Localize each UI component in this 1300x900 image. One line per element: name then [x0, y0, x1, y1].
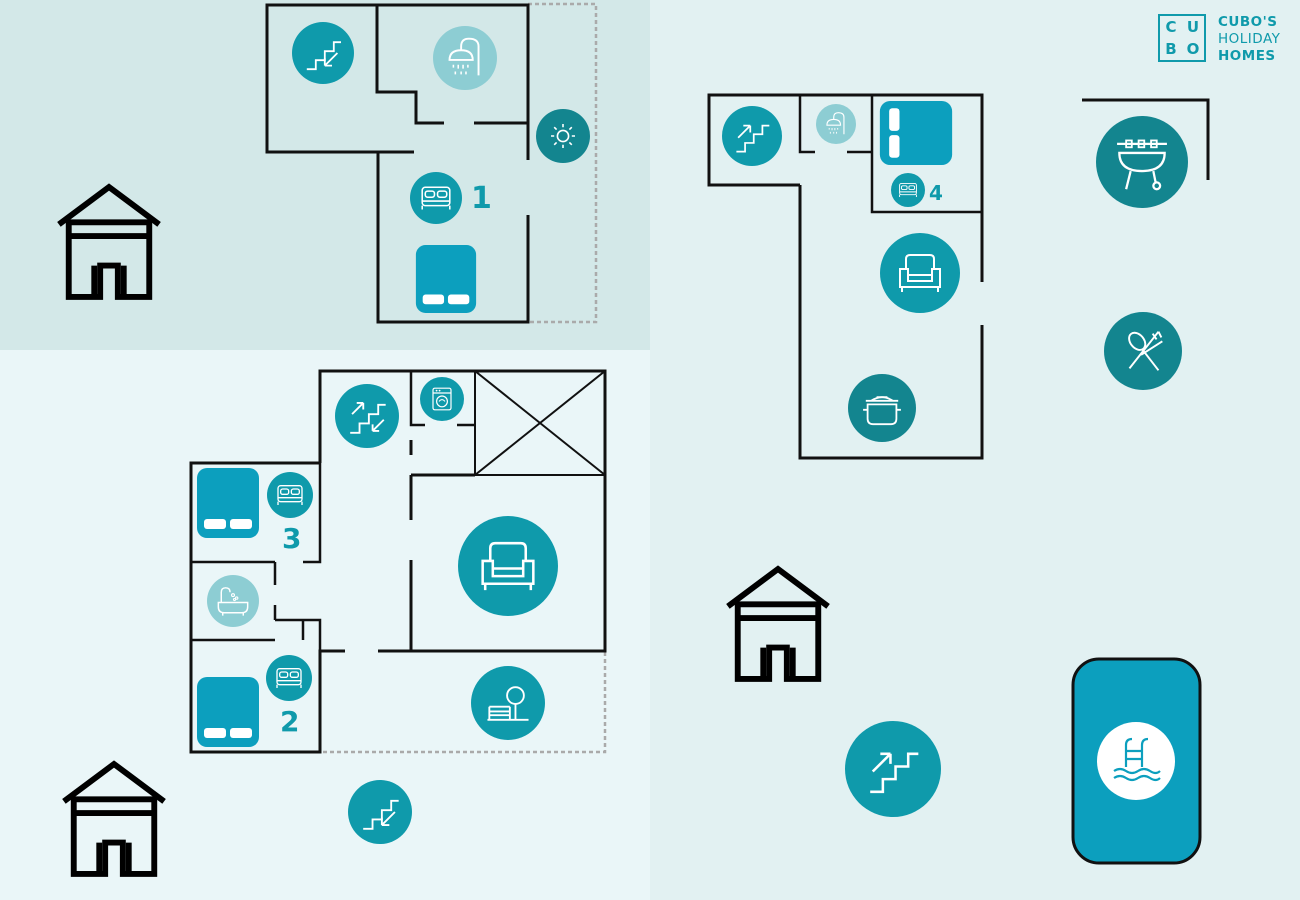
logo-line-3: HOMES [1218, 48, 1276, 64]
stairs-up-icon [845, 721, 941, 817]
garden-bench-icon [471, 666, 545, 740]
logo-line-2: HOLIDAY [1218, 31, 1281, 47]
house-floor-icon [64, 764, 164, 874]
sofa-icon [458, 516, 558, 616]
double-bed-icon [197, 677, 259, 747]
logo-letter: O [1186, 40, 1200, 58]
shower-icon [816, 104, 856, 144]
bed-icon [267, 472, 313, 518]
house-floor-icon [59, 187, 159, 297]
bedroom-4-label: 4 [929, 181, 943, 205]
logo-letter: U [1186, 18, 1200, 36]
bedroom-2-label: 2 [280, 705, 299, 738]
barbecue-icon [1096, 116, 1188, 208]
floor-panel-lower [0, 350, 650, 900]
bed-icon [266, 655, 312, 701]
sun-icon [536, 109, 590, 163]
pool-icon [1071, 657, 1202, 865]
logo-wordmark: CUBO'S HOLIDAY HOMES [1218, 14, 1298, 65]
logo-line-1: CUBO'S [1218, 14, 1278, 30]
bedroom-3-label: 3 [282, 522, 301, 555]
bed-icon [891, 173, 925, 207]
sofa-icon [880, 233, 960, 313]
lower-floor-plan [189, 369, 607, 754]
stairs-up-icon [722, 106, 782, 166]
double-bed-icon [197, 468, 259, 538]
double-bed-icon [879, 101, 953, 165]
bathtub-icon [207, 575, 259, 627]
bed-icon [410, 172, 462, 224]
stairs-down-icon [348, 780, 412, 844]
brand-logo: C U B O CUBO'S HOLIDAY HOMES [1158, 14, 1298, 66]
double-bed-icon [415, 245, 477, 313]
logo-letter: C [1165, 18, 1177, 36]
washing-machine-icon [420, 377, 464, 421]
ground-floor-plan [707, 93, 1210, 460]
cooking-pot-icon [848, 374, 916, 442]
stairs-down-icon [292, 22, 354, 84]
logo-mark: C U B O [1158, 14, 1206, 62]
stairs-up-down-icon [335, 384, 399, 448]
upper-floor-plan [265, 2, 598, 324]
logo-letter: B [1165, 40, 1177, 58]
bedroom-1-label: 1 [471, 181, 492, 216]
house-floor-icon [728, 569, 828, 679]
cutlery-icon [1104, 312, 1182, 390]
shower-icon [433, 26, 497, 90]
